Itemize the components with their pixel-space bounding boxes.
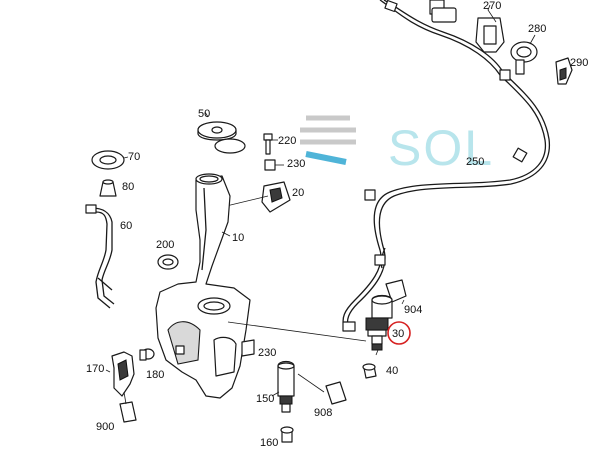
callout-904: 904 [404, 304, 422, 316]
callout-230-bottom: 230 [258, 347, 276, 359]
callout-150: 150 [256, 393, 274, 405]
part-908-connector [297, 373, 347, 405]
watermark: SOL [300, 115, 494, 176]
part-280-clip [510, 34, 538, 75]
part-230-nut-top [264, 159, 284, 171]
callout-180: 180 [146, 369, 164, 381]
part-200-seal [157, 254, 179, 270]
callout-30: 30 [392, 328, 404, 340]
callout-220: 220 [278, 135, 296, 147]
leader-tank-to-30 [227, 321, 367, 342]
callout-908: 908 [314, 407, 332, 419]
callout-80: 80 [122, 181, 134, 193]
part-60-pipe [85, 204, 115, 309]
part-30-washer-pump [365, 294, 393, 356]
part-290-clip [555, 57, 573, 85]
part-80-grommet [99, 179, 117, 197]
callout-900: 900 [96, 421, 114, 433]
part-220-bolt [263, 133, 278, 155]
callout-labels: 10 20 30 40 50 60 70 80 150 160 170 180 … [86, 0, 588, 449]
callout-280: 280 [528, 23, 546, 35]
part-180-seal [139, 348, 155, 361]
callout-230-top: 230 [287, 158, 305, 170]
callout-20: 20 [292, 187, 304, 199]
callout-250: 250 [466, 156, 484, 168]
callout-170: 170 [86, 363, 104, 375]
part-904-connector [385, 279, 407, 305]
watermark-text: SOL [388, 120, 494, 176]
watermark-logo [300, 115, 356, 165]
part-40-grommet [362, 363, 377, 379]
callout-50: 50 [198, 108, 210, 120]
part-70-cover [91, 150, 129, 170]
callout-270: 270 [483, 0, 501, 12]
callout-40: 40 [386, 365, 398, 377]
part-230-nut-bottom [241, 339, 255, 357]
part-900-connector [119, 391, 137, 423]
part-170-level-sensor [105, 351, 135, 397]
callout-70: 70 [128, 151, 140, 163]
part-160-grommet [280, 426, 294, 443]
part-150-pump [271, 360, 295, 413]
callout-60: 60 [120, 220, 132, 232]
callout-10: 10 [232, 232, 244, 244]
hose-line-250 [342, 0, 551, 332]
callout-290: 290 [570, 57, 588, 69]
part-270-clip [475, 4, 505, 53]
highlight-ring-30 [387, 321, 411, 345]
callout-200: 200 [156, 239, 174, 251]
part-50-cap [197, 111, 246, 154]
part-10-reservoir [155, 173, 251, 399]
callout-160: 160 [260, 437, 278, 449]
